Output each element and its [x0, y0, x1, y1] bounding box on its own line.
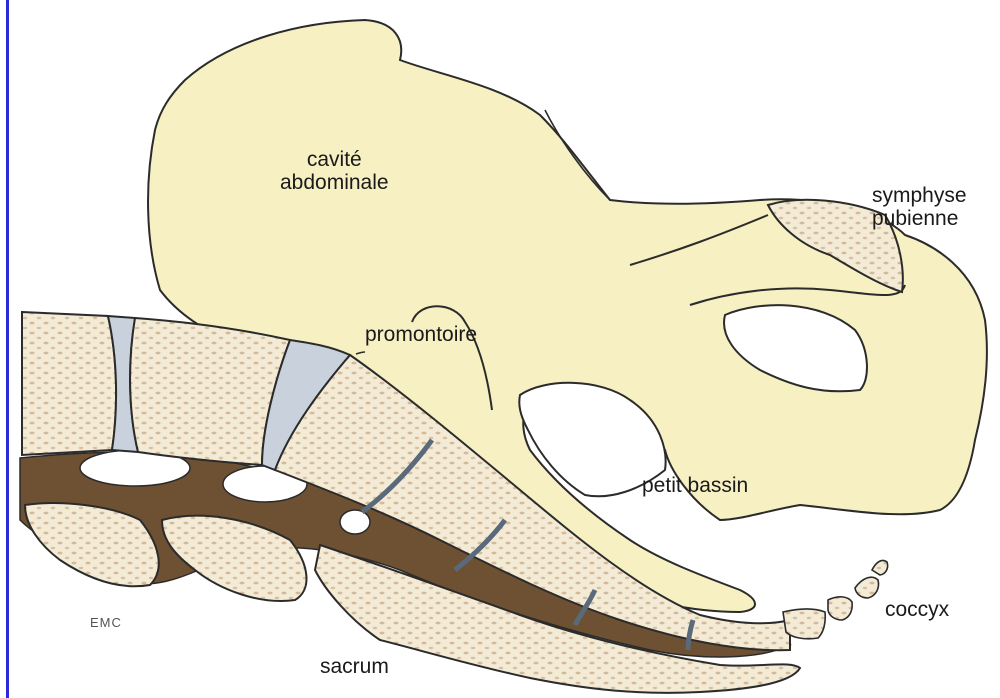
label-symphyse-text: symphyse pubienne	[872, 184, 967, 230]
coccyx-segment-2	[828, 597, 852, 620]
label-sacrum: sacrum	[320, 655, 389, 678]
label-cavite-text: cavité abdominale	[280, 148, 389, 194]
label-petit-bassin: petit bassin	[642, 474, 748, 497]
label-coccyx: coccyx	[885, 598, 949, 621]
label-symphyse-pubienne: symphyse pubienne	[872, 184, 967, 230]
coccyx-segment-4	[872, 560, 888, 575]
coccyx-segment-1	[783, 609, 825, 639]
foramen-hole-3	[340, 510, 370, 534]
vertebra-l4	[22, 312, 116, 455]
coccyx-segment-3	[855, 577, 879, 598]
label-promontoire: promontoire	[365, 323, 477, 346]
label-cavite-abdominale: cavité abdominale	[280, 148, 389, 194]
credit-emc: EMC	[90, 615, 122, 630]
